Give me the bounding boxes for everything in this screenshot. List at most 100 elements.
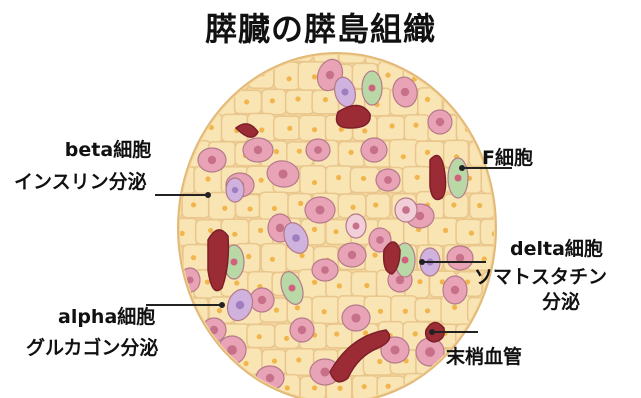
beta-cell-nucleus <box>315 205 324 214</box>
granule-dot <box>415 175 420 180</box>
alpha-cell <box>395 198 417 222</box>
granule-dot <box>274 149 279 154</box>
f-cell <box>362 71 382 105</box>
delta-cell-function-2: 分泌 <box>542 290 580 315</box>
beta-cell-nucleus <box>276 224 284 232</box>
delta-cell-function-1: ソマトスタチン <box>474 265 607 290</box>
beta-cell-nucleus <box>425 347 435 357</box>
granule-dot <box>232 73 237 78</box>
granule-dot <box>469 231 474 236</box>
granule-dot <box>169 361 174 366</box>
background-cell <box>194 376 224 398</box>
granule-dot <box>348 150 353 155</box>
delta-cell-label: delta細胞 <box>510 237 603 262</box>
beta-cell-nucleus <box>258 296 266 304</box>
beta-cell-nucleus <box>348 251 356 259</box>
granule-dot <box>441 73 446 78</box>
granule-dot <box>244 361 249 366</box>
beta-cell-nucleus <box>321 266 329 274</box>
granule-dot <box>467 334 472 339</box>
beta-cell <box>250 288 274 312</box>
granule-dot <box>490 388 495 393</box>
granule-dot <box>481 48 486 53</box>
background-cell <box>457 62 482 90</box>
granule-dot <box>205 279 210 284</box>
granule-dot <box>191 361 196 366</box>
granule-dot <box>191 255 196 260</box>
granule-dot <box>507 305 512 310</box>
granule-dot <box>425 97 430 102</box>
granule-dot <box>312 180 317 185</box>
beta-cell-function: インスリン分泌 <box>14 170 147 195</box>
granule-dot <box>492 175 497 180</box>
granule-dot <box>389 123 394 128</box>
beta-cell-nucleus <box>298 326 306 334</box>
background-cell <box>194 64 224 89</box>
background-cell <box>389 140 418 169</box>
granule-dot <box>258 228 263 233</box>
granule-dot <box>272 47 277 52</box>
background-cell <box>260 38 288 62</box>
beta-cell-name: beta細胞 <box>48 138 168 163</box>
granule-dot <box>247 206 252 211</box>
granule-dot <box>425 50 430 55</box>
granule-dot <box>246 254 251 259</box>
granule-dot <box>296 357 301 362</box>
granule-dot <box>218 49 223 54</box>
granule-dot <box>222 206 227 211</box>
granule-dot <box>182 335 187 340</box>
background-cell <box>468 37 496 62</box>
beta-cell <box>342 305 370 331</box>
f-cell-nucleus <box>369 85 376 92</box>
granule-dot <box>270 257 275 262</box>
beta-cell <box>306 139 330 161</box>
granule-dot <box>362 128 367 133</box>
beta-cell-label: beta細胞 <box>48 138 168 163</box>
granule-dot <box>452 305 457 310</box>
background-cell <box>482 114 508 142</box>
f-cell-nucleus <box>402 257 409 264</box>
beta-cell-nucleus <box>320 367 329 376</box>
granule-dot <box>417 279 422 284</box>
granule-dot <box>361 176 366 181</box>
granule-dot <box>425 308 430 313</box>
alpha-cell <box>346 214 366 238</box>
background-cell <box>483 64 507 88</box>
beta-cell <box>447 246 473 270</box>
granule-dot <box>482 256 487 261</box>
granule-dot <box>312 280 317 285</box>
granule-dot <box>272 206 277 211</box>
granule-dot <box>204 382 209 387</box>
granule-dot <box>469 72 474 77</box>
background-cell <box>314 37 339 63</box>
background-cell <box>300 166 326 195</box>
granule-dot <box>217 308 222 313</box>
granule-dot <box>505 45 510 50</box>
beta-cell-nucleus <box>451 286 459 294</box>
granule-dot <box>386 384 391 389</box>
granule-dot <box>169 305 174 310</box>
granule-dot <box>257 334 262 339</box>
granule-dot <box>244 99 249 104</box>
granule-dot <box>480 102 485 107</box>
background-cell <box>183 37 210 63</box>
granule-dot <box>220 362 225 367</box>
granule-dot <box>323 97 328 102</box>
alpha-cell-nucleus <box>353 223 360 230</box>
granule-dot <box>480 310 485 315</box>
granule-dot <box>503 102 508 107</box>
granule-dot <box>378 309 383 314</box>
granule-dot <box>232 384 237 389</box>
granule-dot <box>295 96 300 101</box>
beta-cell <box>428 110 452 134</box>
background-cell <box>208 37 236 62</box>
granule-dot <box>451 100 456 105</box>
background-cell <box>496 298 521 322</box>
granule-dot <box>285 385 290 390</box>
granule-dot <box>256 384 261 389</box>
granule-dot <box>259 178 264 183</box>
granule-dot <box>234 280 239 285</box>
background-cell <box>286 90 315 114</box>
granule-dot <box>167 200 172 205</box>
granule-dot <box>337 386 342 391</box>
